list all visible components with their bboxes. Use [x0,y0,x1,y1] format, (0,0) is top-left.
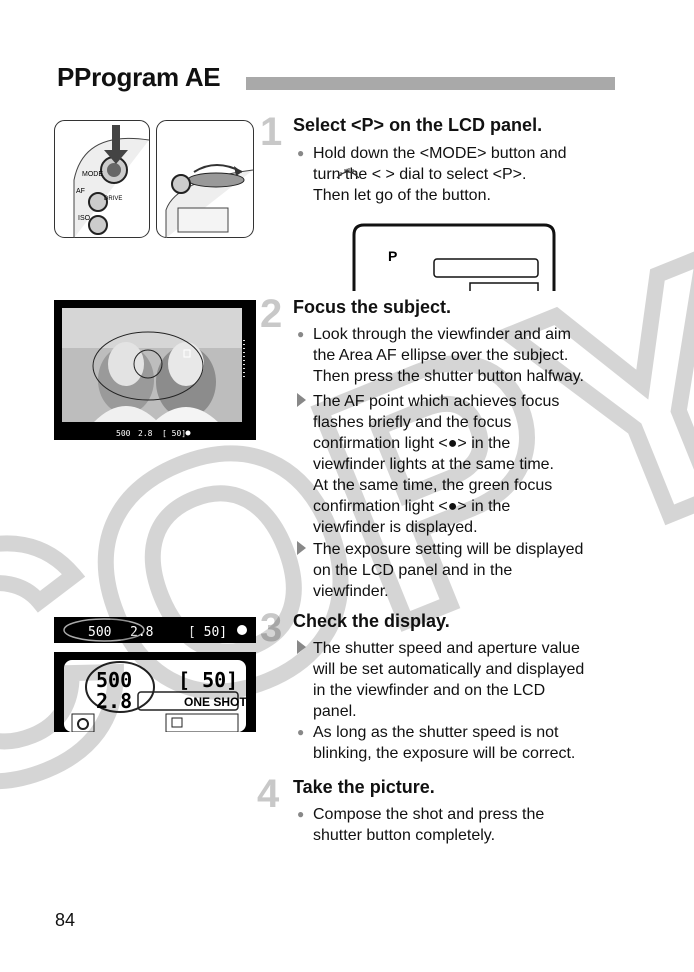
lcd-shots: [ 50] [178,668,238,692]
vf-aperture: 2.8 [138,429,153,438]
bullet-circle-icon: ● [297,327,305,341]
main-dial-illustration [156,120,254,238]
drive-label: DRIVE [104,196,122,202]
viewfinder-illustration: 500 2.8 [ 50] [54,300,256,440]
bullet-triangle-icon [297,541,306,555]
bullet-circle-icon: ● [297,146,305,160]
step-2-bullet-2: The AF point which achieves focus flashe… [297,391,559,538]
lcd-mode-p: P [388,248,397,264]
step-3-heading: Check the display. [293,611,450,631]
vf-shots: [ 50] [162,429,186,438]
step-number-3: 3 [260,606,283,650]
lcd-shutter: 500 [96,668,132,692]
lcd-panel-step1: P [352,223,556,291]
iso-label: ISO [78,215,91,222]
step-2-bullet-3: The exposure setting will be displayed o… [297,539,583,602]
main-dial-icon [336,168,360,179]
mode-button-illustration: MODE AF DRIVE ISO [54,120,150,238]
step-2-bullet-1: ● Look through the viewfinder and aim th… [297,326,584,385]
step-number-1: 1 [260,110,283,154]
lcd-panel-step3: 500 2.8 [ 50] ONE SHOT [54,652,256,732]
vf-shutter: 500 [116,429,131,438]
step-number-4: 4 [257,772,280,816]
title-mode-letter: P [57,62,75,92]
step-1-bullet-1: ● Hold down the <MODE> button and turn t… [297,145,567,204]
strip-aperture: 2.8 [130,625,153,640]
bullet-circle-icon: ● [297,725,305,739]
page-title: PProgram AE [57,62,221,93]
af-label: AF [76,188,85,195]
bullet-triangle-icon [297,640,306,654]
lcd-af-mode: ONE SHOT [184,695,247,709]
bullet-triangle-icon [297,393,306,407]
viewfinder-strip-step3: 500 2.8 [ 50] [54,617,256,643]
step-1-heading: Select <P> on the LCD panel. [293,115,543,135]
step-number-2: 2 [260,292,283,336]
title-rule [246,77,615,90]
page-number: 84 [55,910,76,930]
strip-shots: [ 50] [188,625,227,640]
step-3-bullet-2: ● As long as the shutter speed is not bl… [297,724,576,762]
lcd-aperture: 2.8 [96,689,132,713]
step-2-heading: Focus the subject. [293,297,452,317]
title-text: Program AE [74,62,221,92]
strip-shutter: 500 [88,625,111,640]
bullet-circle-icon: ● [297,807,305,821]
step-4-bullet-1: ● Compose the shot and press the shutter… [297,806,545,844]
mode-label: MODE [82,171,103,178]
step-3-bullet-1: The shutter speed and aperture value wil… [297,638,584,722]
step-4-heading: Take the picture. [293,777,435,797]
